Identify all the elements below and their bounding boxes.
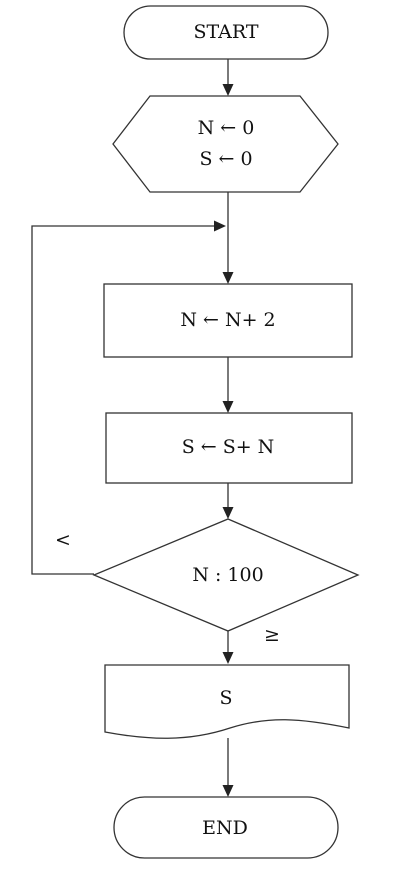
arrowhead-loop-back: [214, 220, 226, 232]
loop-condition-label: <: [55, 529, 71, 551]
arrowhead-start-to-init: [222, 84, 234, 96]
arrowhead-output-to-end: [222, 785, 234, 797]
output-document: S: [104, 664, 350, 739]
process-increment-n-label: N ← N+ 2: [180, 309, 275, 331]
loop-back-path: [31, 225, 216, 575]
init-line-1: N ← 0: [198, 117, 255, 139]
process-accumulate-s-label: S ← S+ N: [182, 436, 275, 458]
start-label: START: [193, 21, 258, 43]
decision-diamond: N : 100: [92, 518, 360, 632]
arrowhead-step-n-to-step-s: [222, 401, 234, 413]
end-terminal: END: [113, 796, 339, 859]
output-label: S: [219, 687, 232, 709]
process-increment-n: N ← N+ 2: [103, 283, 353, 358]
init-line-2: S ← 0: [199, 148, 252, 170]
init-hexagon: N ← 0 S ← 0: [112, 95, 339, 193]
process-accumulate-s: S ← S+ N: [105, 412, 353, 484]
exit-condition-label: ≥: [264, 624, 280, 646]
decision-label: N : 100: [192, 564, 263, 586]
end-label: END: [202, 817, 248, 839]
start-terminal: START: [123, 5, 329, 60]
arrowhead-init-to-step-n: [222, 272, 234, 284]
arrowhead-step-s-to-decision: [222, 507, 234, 519]
arrowhead-decision-to-output: [222, 652, 234, 664]
